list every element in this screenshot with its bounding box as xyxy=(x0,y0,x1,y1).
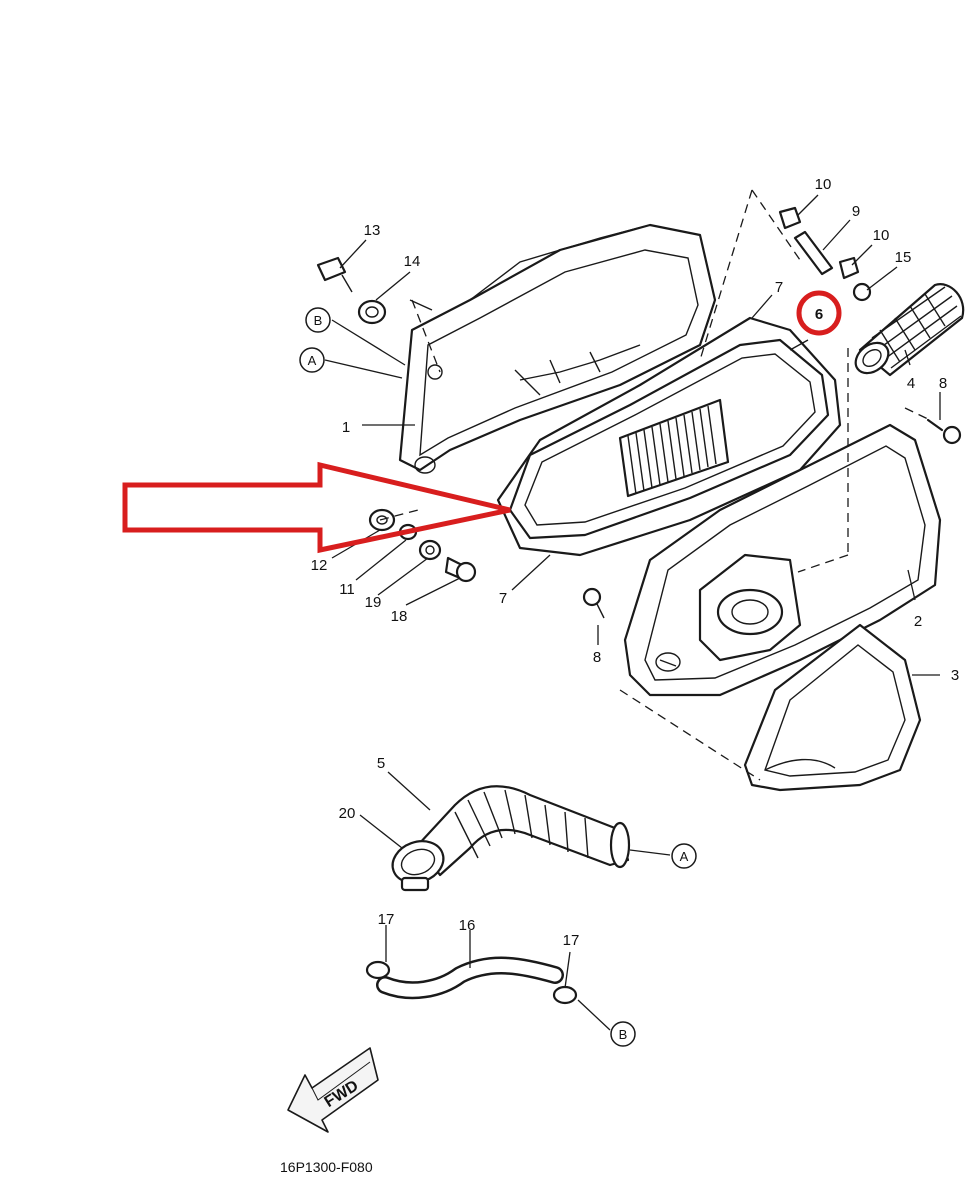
svg-text:A: A xyxy=(680,849,689,864)
label-11: 11 xyxy=(339,581,355,598)
label-5: 5 xyxy=(377,755,385,772)
label-6: 6 xyxy=(815,306,823,323)
label-7-upper: 7 xyxy=(775,279,783,296)
label-17-left: 17 xyxy=(378,911,395,928)
ref-a-lower: A xyxy=(671,843,697,869)
part-20-clamp[interactable] xyxy=(387,834,450,892)
label-1: 1 xyxy=(342,419,350,436)
label-13: 13 xyxy=(364,222,381,239)
label-10-lower: 10 xyxy=(873,227,890,244)
highlight-arrow xyxy=(122,461,511,554)
part-15-screw[interactable] xyxy=(852,282,872,302)
part-5-joint[interactable] xyxy=(416,785,631,877)
ref-a-upper: A xyxy=(299,347,325,373)
ref-b-lower: B xyxy=(610,1021,636,1047)
part-labels: 13 14 1 10 9 10 15 7 6 4 8 2 3 8 7 12 11… xyxy=(311,176,960,949)
label-3: 3 xyxy=(951,667,959,684)
part-8-bolt-upper[interactable] xyxy=(926,418,962,445)
part-9-pin[interactable] xyxy=(793,230,834,276)
part-6-filter-element[interactable] xyxy=(508,338,830,540)
svg-text:B: B xyxy=(619,1027,628,1042)
svg-text:B: B xyxy=(314,313,323,328)
filter-mesh xyxy=(618,398,730,498)
diagram-code: 16P1300-F080 xyxy=(280,1159,373,1175)
label-19: 19 xyxy=(365,594,382,611)
label-10-upper: 10 xyxy=(815,176,832,193)
label-14: 14 xyxy=(404,253,421,270)
label-15: 15 xyxy=(895,249,912,266)
label-12: 12 xyxy=(311,557,328,574)
label-20: 20 xyxy=(339,805,356,822)
label-7-lower: 7 xyxy=(499,590,507,607)
part-19-washer[interactable] xyxy=(418,539,442,561)
part-4-intake-pipe[interactable] xyxy=(850,283,965,379)
leader-lines xyxy=(324,194,941,1031)
part-17-clip-left[interactable] xyxy=(365,960,391,980)
part-3-case-cover[interactable] xyxy=(743,623,922,792)
highlight-circle xyxy=(796,290,842,336)
label-17-right: 17 xyxy=(563,932,580,949)
assembly-lines xyxy=(379,189,931,781)
fwd-arrow: FWD xyxy=(287,1047,379,1133)
svg-text:A: A xyxy=(308,353,317,368)
part-18-bolt[interactable] xyxy=(444,556,477,583)
part-10-clip-upper[interactable] xyxy=(778,206,802,230)
part-1-case-cap[interactable] xyxy=(398,223,717,474)
label-2: 2 xyxy=(914,613,922,630)
label-4: 4 xyxy=(907,375,915,392)
label-8-upper: 8 xyxy=(939,375,947,392)
case-duct xyxy=(698,553,802,662)
label-9: 9 xyxy=(852,203,860,220)
ref-b-upper: B xyxy=(305,307,331,333)
label-8-lower: 8 xyxy=(593,649,601,666)
part-8-bolt-lower[interactable] xyxy=(582,587,605,619)
part-16-hose[interactable] xyxy=(376,956,564,1000)
part-13-screw[interactable] xyxy=(316,256,353,293)
label-16: 16 xyxy=(459,917,476,934)
part-14-grommet[interactable] xyxy=(357,299,387,325)
part-17-clip-right[interactable] xyxy=(552,985,578,1005)
label-18: 18 xyxy=(391,608,408,625)
